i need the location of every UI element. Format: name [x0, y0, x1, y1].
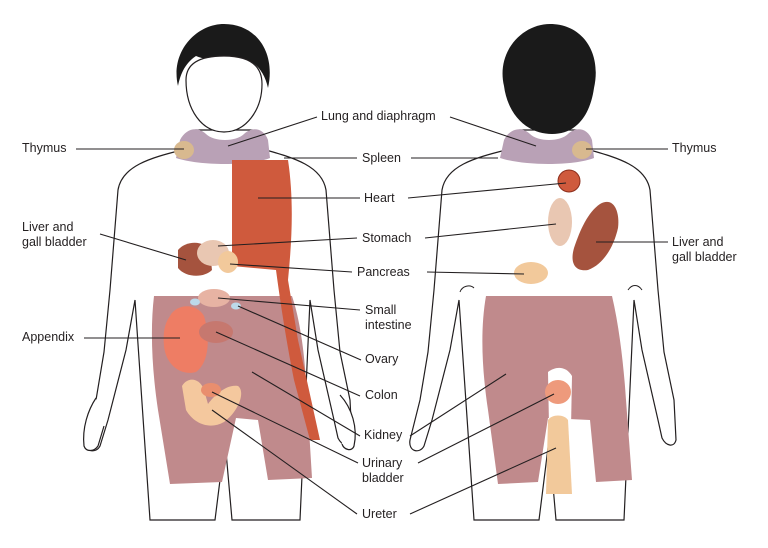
- label-heart: Heart: [364, 191, 395, 205]
- back-heart: [557, 169, 581, 193]
- line-small-intestine: [217, 297, 361, 311]
- label-appendix: Appendix: [22, 330, 75, 344]
- back-kidney-region: [545, 380, 571, 404]
- label-kidney: Kidney: [364, 428, 403, 442]
- back-arm-detail-right: [627, 285, 643, 291]
- line-pancreas-back: [426, 271, 525, 275]
- front-thymus: [174, 141, 194, 159]
- back-body: [409, 24, 677, 521]
- front-heart-spleen-strip: [232, 160, 320, 440]
- back-pancreas: [514, 262, 548, 284]
- label-pancreas: Pancreas: [357, 265, 410, 279]
- front-ovary-left: [190, 298, 200, 306]
- label-colon: Colon: [365, 388, 398, 402]
- line-kidney-back: [409, 373, 507, 437]
- front-bladder: [182, 379, 242, 426]
- back-ureter-strip: [546, 415, 572, 494]
- front-neck-lung: [176, 129, 270, 164]
- line-ureter-back: [409, 447, 557, 515]
- line-pancreas-front: [229, 263, 353, 273]
- label-spleen: Spleen: [362, 151, 401, 165]
- front-right-hand: [339, 394, 356, 451]
- label-lung-and-diaphragm: Lung and diaphragm: [321, 109, 436, 123]
- front-ovary-right: [231, 302, 241, 310]
- back-hair: [502, 24, 596, 134]
- front-small-intestine: [198, 289, 230, 307]
- label-ovary: Ovary: [365, 352, 399, 366]
- label-thymus-left: Thymus: [22, 141, 67, 155]
- line-ovary: [237, 305, 362, 361]
- label-liver-gall-bladder-left: Liver and gall bladder: [22, 220, 87, 249]
- back-arm-detail-left: [459, 285, 475, 293]
- line-urinary-bladder-front: [211, 391, 359, 464]
- line-stomach-front: [217, 237, 358, 247]
- back-stomach: [548, 198, 572, 246]
- label-urinary-bladder: Urinary bladder: [362, 456, 404, 485]
- line-lung-back: [449, 116, 537, 147]
- front-left-hand: [83, 397, 105, 452]
- line-kidney-front: [251, 371, 361, 437]
- label-stomach: Stomach: [362, 231, 412, 245]
- front-face: [185, 55, 263, 133]
- line-lung-front: [227, 116, 318, 147]
- front-pancreas: [218, 251, 238, 273]
- label-ureter: Ureter: [362, 507, 397, 521]
- line-urinary-bladder-back: [417, 393, 555, 464]
- front-appendix: [163, 306, 208, 373]
- back-liver: [572, 201, 619, 271]
- line-colon: [215, 331, 361, 397]
- line-liver-left: [99, 233, 187, 261]
- label-small-intestine: Small intestine: [365, 303, 412, 332]
- line-ureter-front: [211, 409, 358, 515]
- front-body: [83, 24, 356, 521]
- label-thymus-right: Thymus: [672, 141, 717, 155]
- label-liver-gall-bladder-right: Liver and gall bladder: [672, 235, 737, 264]
- leader-lines: [76, 116, 668, 515]
- line-stomach-back: [424, 223, 557, 239]
- back-neck-lung: [500, 129, 594, 164]
- back-thymus: [572, 141, 592, 159]
- line-heart-back: [407, 182, 567, 199]
